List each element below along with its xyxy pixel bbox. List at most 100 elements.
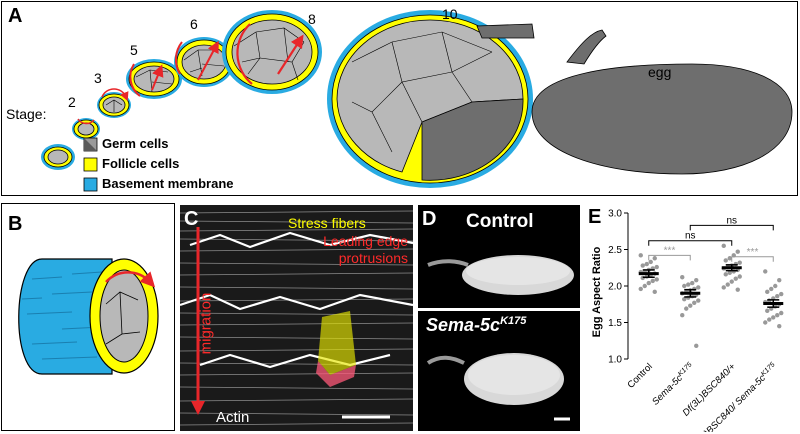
data-point (654, 277, 659, 282)
mutant-label-sup: K175 (500, 315, 527, 327)
stage-6-chamber (174, 37, 234, 87)
panel-d-mutant-image: Sema-5cK175 (418, 311, 580, 431)
significance-label: ns (685, 231, 696, 242)
panel-d-control-image: D Control (418, 205, 580, 308)
data-point (723, 272, 728, 277)
stage-2-chamber (72, 118, 100, 140)
data-point (721, 285, 726, 290)
actin-image (180, 205, 413, 431)
data-point (642, 283, 647, 289)
significance-bracket (648, 254, 691, 261)
significance-bracket (689, 224, 774, 231)
panel-e-label: E (588, 206, 602, 228)
data-point (652, 256, 657, 261)
migration-label: migration (197, 292, 215, 355)
data-point (696, 298, 701, 303)
stage-5-chamber (126, 59, 182, 99)
germarium (41, 144, 75, 170)
category-label-sup: K175 (760, 361, 777, 378)
data-point (767, 317, 772, 322)
data-point (777, 277, 782, 283)
y-axis-label: Egg Aspect Ratio (591, 246, 603, 337)
data-point (648, 259, 653, 265)
legend-follicle-cells: Follicle cells (102, 156, 180, 171)
data-point (680, 275, 685, 280)
data-point (735, 287, 740, 292)
significance-bracket (731, 256, 774, 262)
data-point (688, 303, 693, 308)
data-point (775, 313, 780, 318)
data-point (684, 306, 689, 311)
leading-edge-line-1: Leading edge (323, 233, 408, 249)
y-tick-label: 2.5 (608, 245, 622, 256)
data-point (650, 278, 655, 284)
stage-10-chamber (327, 10, 533, 188)
control-egg-image (418, 205, 580, 308)
panel-a: A (1, 1, 798, 196)
legend-germ-cells: Germ cells (102, 136, 169, 151)
leading-edge-label: Leading edge protrusions (276, 233, 408, 267)
data-point (773, 283, 778, 289)
stage-8-number: 8 (308, 11, 316, 27)
stage-3-chamber (97, 88, 131, 118)
data-point (721, 243, 726, 249)
data-point (769, 286, 774, 292)
data-point (775, 294, 780, 299)
panel-b: B (1, 203, 175, 431)
significance-label: *** (747, 247, 759, 258)
category-label-sup: K175 (677, 361, 694, 378)
data-point (765, 308, 770, 314)
data-point (654, 264, 659, 270)
leading-edge-line-2: protrusions (338, 250, 408, 266)
stage-label: Stage: (6, 106, 47, 122)
data-point (686, 282, 691, 287)
stage-5-number: 5 (130, 42, 138, 58)
stage-10-number: 10 (442, 6, 458, 22)
data-point (638, 286, 643, 292)
legend-basement-membrane: Basement membrane (102, 176, 234, 191)
tissue-cutaway-diagram (18, 258, 159, 375)
mature-egg (476, 23, 793, 175)
panel-b-label: B (8, 213, 23, 235)
data-point (737, 274, 742, 279)
data-point (763, 269, 768, 274)
significance-label: ns (726, 215, 737, 226)
panel-c-label: C (184, 208, 199, 230)
data-point (777, 323, 782, 329)
data-point (652, 289, 657, 295)
egg-label: egg (648, 64, 672, 80)
category-label: Sema-5cK175 (650, 361, 697, 408)
data-point (763, 320, 768, 325)
mutant-label: Sema-5cK175 (426, 315, 526, 336)
mutant-egg-image (418, 311, 580, 431)
data-point (727, 256, 732, 261)
data-point (682, 283, 687, 289)
data-point (735, 249, 740, 254)
stage-8-chamber (222, 10, 322, 94)
data-point (690, 280, 695, 286)
y-tick-label: 3.0 (608, 209, 622, 220)
actin-label: Actin (216, 409, 250, 426)
category-label: Control (625, 361, 654, 390)
data-point (694, 277, 699, 283)
data-point (682, 296, 687, 302)
y-tick-label: 1.0 (608, 355, 622, 366)
data-point (765, 289, 770, 295)
y-tick-label: 2.0 (608, 282, 622, 293)
data-point (779, 310, 784, 316)
data-point (696, 285, 701, 290)
significance-bracket (648, 240, 733, 246)
data-point (644, 261, 649, 267)
data-point (727, 270, 732, 276)
stage-3-number: 3 (94, 70, 102, 86)
panel-d-label: D (422, 208, 437, 230)
data-point (646, 280, 651, 286)
data-point (729, 279, 734, 284)
stage-6-number: 6 (190, 16, 198, 32)
data-point (737, 260, 742, 265)
data-point (725, 282, 730, 287)
data-point (779, 291, 784, 297)
data-point (640, 263, 645, 268)
data-point (723, 258, 728, 263)
